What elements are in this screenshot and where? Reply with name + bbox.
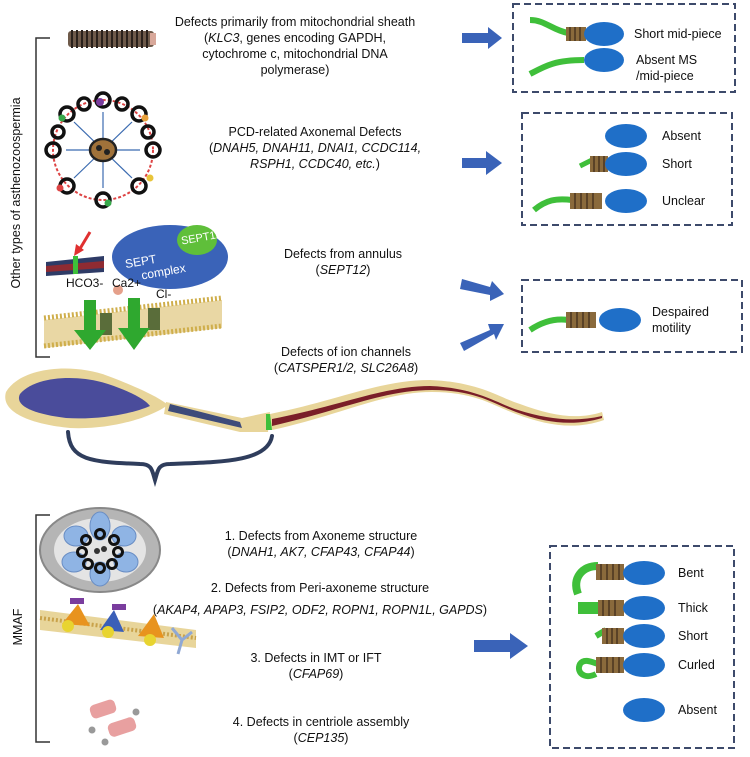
- arrow-5: [474, 633, 528, 659]
- sperm-despaired-motility: [528, 308, 641, 333]
- outcome-short-mmaf: Short: [678, 629, 708, 643]
- arrow-1: [462, 27, 502, 49]
- outcome-absent: Absent: [662, 129, 701, 143]
- sperm-short-tail: [578, 152, 647, 176]
- bracket-bottom: [35, 514, 50, 743]
- outcome-unclear: Unclear: [662, 194, 706, 208]
- arrow-3: [460, 279, 504, 301]
- outcome-box-2: [521, 112, 733, 226]
- mmaf-peri-axoneme: 2. Defects from Peri-axoneme structure (…: [152, 581, 488, 617]
- outcome-absent-ms: Absent MS /mid-piece: [636, 53, 698, 83]
- outcome-box-3: [521, 279, 743, 353]
- sperm-unclear-tail: [532, 189, 647, 213]
- outcome-short-midpiece: Short mid-piece: [634, 27, 722, 41]
- axoneme-cross-section-icon: [44, 91, 162, 209]
- outcome-short: Short: [662, 157, 692, 171]
- sperm-absent-flagellum-head: [623, 698, 665, 722]
- sept-complex-icon: [112, 225, 228, 289]
- side-label-mmaf: MMAF: [11, 608, 25, 646]
- defect-title: Defects primarily from mitochondrial she…: [174, 15, 416, 29]
- annulus-icon: [46, 231, 104, 276]
- sperm-short-midpiece: [529, 17, 624, 46]
- mmaf-axoneme: 1. Defects from Axoneme structure (DNAH1…: [224, 529, 418, 559]
- arrow-4: [460, 324, 504, 351]
- curly-brace: [66, 430, 274, 487]
- defect-pcd-axonemal: PCD-related Axonemal Defects (DNAH5, DNA…: [208, 125, 422, 171]
- sperm-thick-tail: [578, 596, 665, 620]
- mitochondrial-sheath-icon: [68, 30, 156, 48]
- ion-cl: Cl-: [156, 287, 172, 301]
- sperm-absent-tail-head: [605, 124, 647, 148]
- centriole-icon: [88, 699, 140, 746]
- outcome-bent: Bent: [678, 566, 704, 580]
- ion-ca: Ca2+: [112, 276, 142, 290]
- outcome-box-4: [549, 545, 735, 749]
- outcome-thick: Thick: [678, 601, 708, 615]
- outcome-box-1: [512, 3, 736, 93]
- defect-ion-channels: Defects of ion channels (CATSPER1/2, SLC…: [273, 345, 419, 375]
- axoneme-structure-icon: [39, 507, 161, 593]
- outcome-despaired-motility: Despaired motility: [652, 305, 709, 335]
- bracket-top: [35, 37, 50, 358]
- ion-channel-membrane-icon: [43, 285, 223, 350]
- arrow-2: [462, 151, 502, 175]
- outcome-absent-mmaf: Absent: [678, 703, 717, 717]
- sperm-illustration: [5, 368, 604, 432]
- peri-axoneme-icon: [39, 598, 197, 655]
- mmaf-imt-ift: 3. Defects in IMT or IFT (CFAP69): [250, 651, 382, 681]
- defect-mitochondrial-sheath: Defects primarily from mitochondrial she…: [170, 14, 420, 78]
- defect-annulus: Defects from annulus (SEPT12): [283, 247, 403, 277]
- mmaf-centriole: 4. Defects in centriole assembly (CEP135…: [232, 715, 410, 745]
- sperm-bent-tail: [572, 561, 665, 596]
- sperm-curled-tail: [576, 653, 665, 680]
- outcome-curled: Curled: [678, 658, 715, 672]
- sperm-short-tail-mmaf: [594, 624, 665, 648]
- ion-hco3: HCO3-: [66, 276, 104, 290]
- sperm-absent-midpiece: [528, 48, 624, 77]
- side-label-asthenozoospermia: Other types of asthenozoospermia: [9, 97, 23, 289]
